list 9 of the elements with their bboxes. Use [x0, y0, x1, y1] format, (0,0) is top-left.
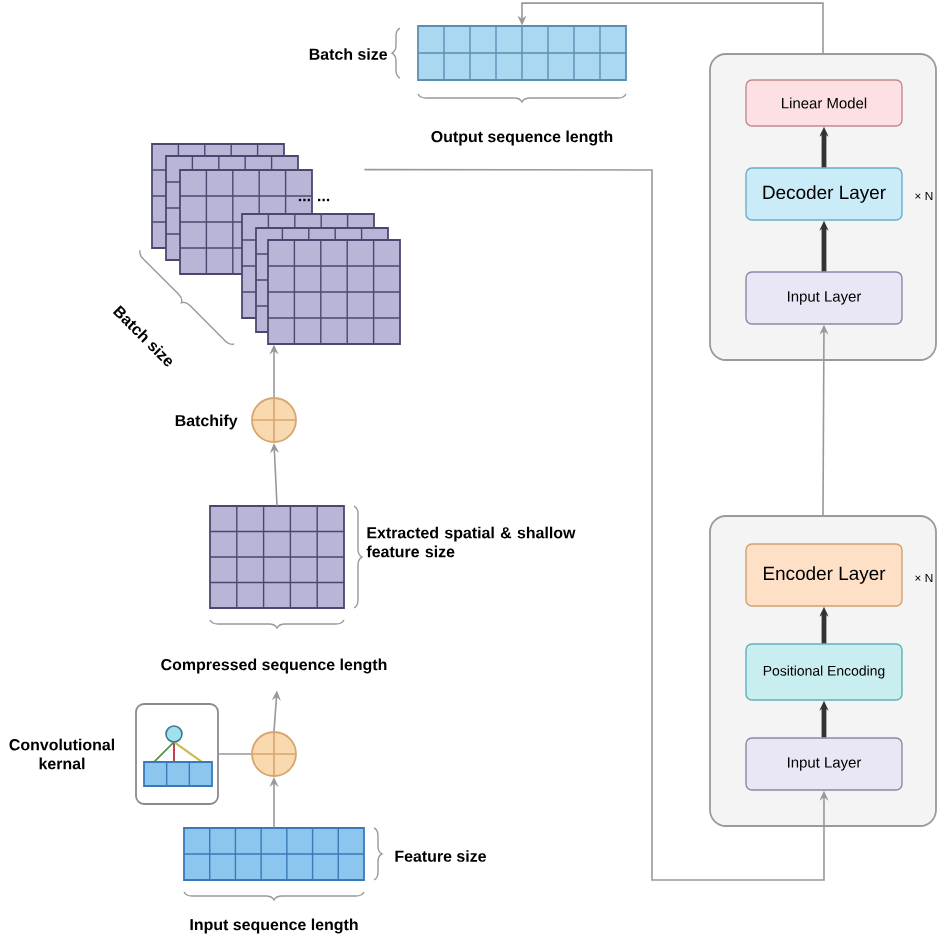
layer-box: Encoder Layer — [745, 543, 903, 607]
grid — [183, 827, 365, 881]
grid-stack-drawing — [151, 143, 401, 345]
layer-box: Decoder Layer — [745, 167, 903, 221]
plus-circle — [251, 731, 297, 777]
plus-circle — [251, 397, 297, 443]
grid — [417, 25, 627, 81]
kernel-drawing — [135, 703, 219, 805]
grid — [209, 505, 345, 609]
